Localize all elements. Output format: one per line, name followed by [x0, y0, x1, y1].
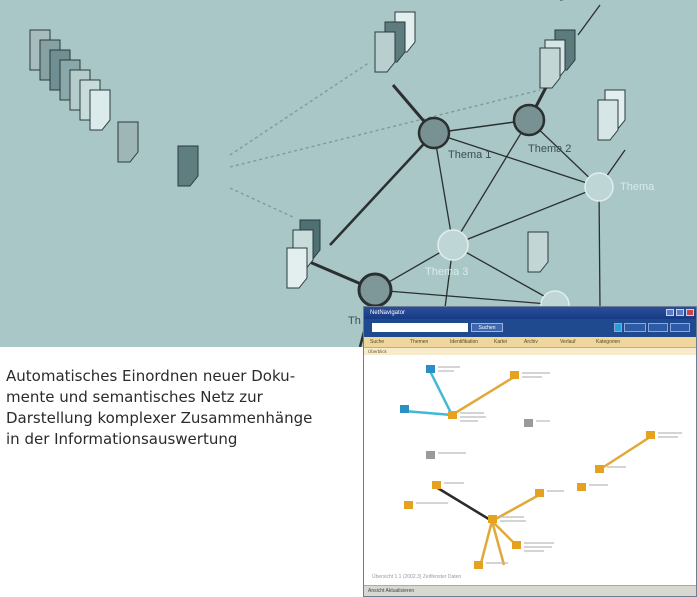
menu-item[interactable]: Verlauf [560, 339, 576, 345]
search-bar: Suchen [364, 319, 696, 337]
network-canvas[interactable] [364, 355, 696, 586]
toolbar-button[interactable] [648, 323, 668, 332]
network-view [400, 365, 682, 569]
menu-bar: Suche Themen Identifikation Kartei Archi… [364, 337, 696, 348]
menu-item[interactable]: Kategorien [596, 339, 621, 345]
sub-toolbar: Überblick [364, 348, 696, 355]
document-cluster-icon [597, 89, 626, 141]
document-cluster-icon [374, 11, 416, 73]
document-icon [527, 231, 549, 273]
dotted-arrows [229, 61, 541, 219]
caption-line: mente und semantisches Netz zur [6, 388, 263, 406]
menu-item[interactable]: Kartei [494, 339, 508, 345]
new-document-icon [177, 145, 199, 187]
toolbar-button[interactable] [670, 323, 690, 332]
app-titlebar: NetNavigator [364, 307, 696, 319]
menu-item[interactable]: Identifikation [450, 339, 479, 345]
minimize-button[interactable] [666, 309, 674, 316]
menu-item[interactable]: Archiv [524, 339, 538, 345]
search-input[interactable] [372, 323, 468, 332]
theme-5-label: Th [348, 315, 361, 327]
status-bar: Ansicht Aktualisieren [364, 585, 696, 596]
close-button[interactable] [686, 309, 694, 316]
network-edges [304, 0, 626, 347]
theme-1-label: Thema 1 [448, 149, 491, 161]
network-node-icons [400, 365, 655, 569]
app-window-screenshot: NetNavigator Suchen Suche Themen Identif… [363, 306, 697, 597]
caption: Automatisches Einordnen neuer Doku- ment… [6, 366, 361, 450]
caption-line: in der Informationsauswertung [6, 430, 238, 448]
menu-item[interactable]: Themen [410, 339, 429, 345]
theme-2-label: Thema 2 [528, 143, 571, 155]
toolbar-button[interactable] [624, 323, 646, 332]
menu-item[interactable]: Suche [370, 339, 385, 345]
document-cluster-icon [539, 29, 576, 89]
network-graph: Thema 1 Thema 2 Thema 3 Thema Th [29, 0, 655, 347]
document-stack-icon [29, 29, 111, 131]
app-icon [614, 323, 622, 332]
footer-text: Übersicht 1.1 (2002.3) Zeitfenster Daten [372, 574, 462, 580]
theme-3-label: Thema 3 [425, 266, 468, 278]
node-label-placeholders [416, 366, 682, 564]
network-nodes [357, 103, 614, 320]
app-title: NetNavigator [370, 310, 406, 316]
semantic-network-illustration: Thema 1 Thema 2 Thema 3 Thema Th [0, 0, 697, 347]
maximize-button[interactable] [676, 309, 684, 316]
sub-menu-item[interactable]: Überblick [368, 349, 387, 354]
caption-line: Darstellung komplexer Zusammenhänge [6, 409, 313, 427]
theme-4-label: Thema [620, 181, 655, 193]
document-icon [117, 121, 139, 163]
search-button[interactable]: Suchen [471, 323, 503, 332]
document-cluster-icon [286, 219, 321, 289]
caption-line: Automatisches Einordnen neuer Doku- [6, 367, 296, 385]
